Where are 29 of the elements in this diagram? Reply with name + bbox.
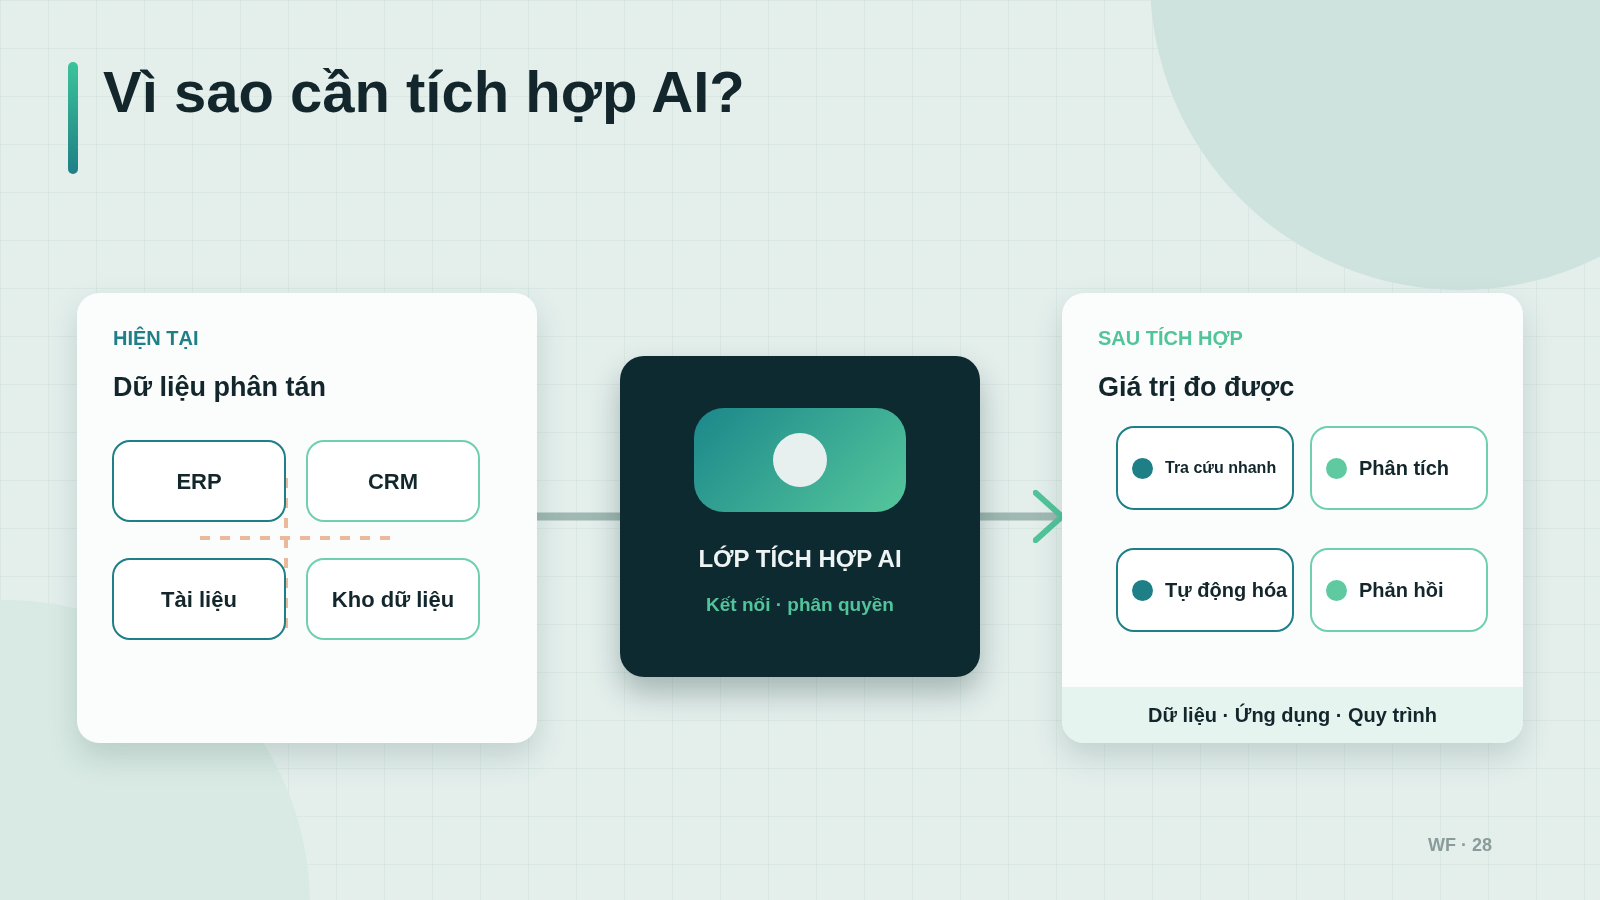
box-label: Tra cứu nhanh [1165, 458, 1277, 478]
box-label: Kho dữ liệu [331, 585, 455, 614]
source-box [112, 558, 286, 640]
source-box [306, 558, 480, 640]
integration-layer-card [620, 356, 980, 677]
outcome-box [1310, 548, 1488, 632]
box-label: CRM [367, 467, 419, 496]
panel-card [77, 293, 537, 743]
panel-heading: Dữ liệu phân tán [113, 371, 327, 404]
section-eyebrow: HIỆN TẠI [113, 325, 200, 351]
outcome-box [1116, 426, 1294, 510]
panel-heading: Giá trị đo được [1098, 371, 1295, 404]
footer-text: Dữ liệu · Ứng dụng · Quy trình [1148, 702, 1437, 728]
footer-band [1062, 687, 1523, 743]
layer-subtitle: Kết nối · phân quyền [706, 593, 894, 617]
box-label: ERP [176, 467, 222, 496]
box-label: Tự động hóa [1165, 578, 1288, 603]
panel-card [1062, 293, 1523, 743]
layer-title: LỚP TÍCH HỢP AI [698, 544, 902, 574]
page-number: WF · 28 [1428, 834, 1492, 857]
box-label: Phân tích [1359, 456, 1449, 481]
source-box [306, 440, 480, 522]
box-label: Tài liệu [161, 585, 237, 614]
outcome-box [1116, 548, 1294, 632]
section-eyebrow: SAU TÍCH HỢP [1098, 326, 1244, 351]
source-box [112, 440, 286, 522]
slide-title: Vì sao cần tích hợp AI? [103, 58, 745, 126]
box-label: Phản hồi [1359, 578, 1444, 603]
outcome-box [1310, 426, 1488, 510]
